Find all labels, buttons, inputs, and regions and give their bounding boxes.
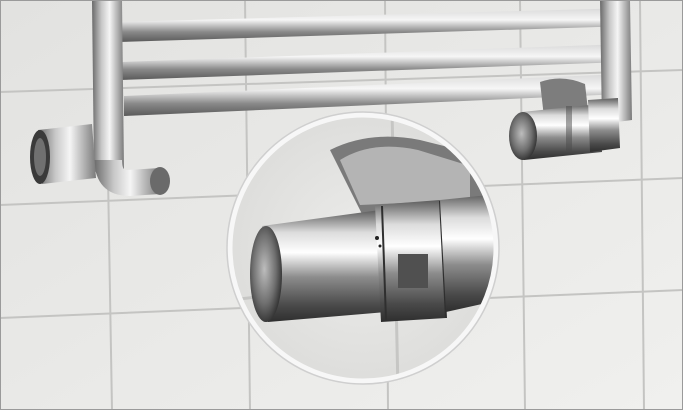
valve-icon: [30, 124, 96, 184]
radiator-rail-icon: [92, 0, 632, 196]
magnifier-icon: [226, 111, 500, 385]
valve-icon: [509, 78, 620, 160]
